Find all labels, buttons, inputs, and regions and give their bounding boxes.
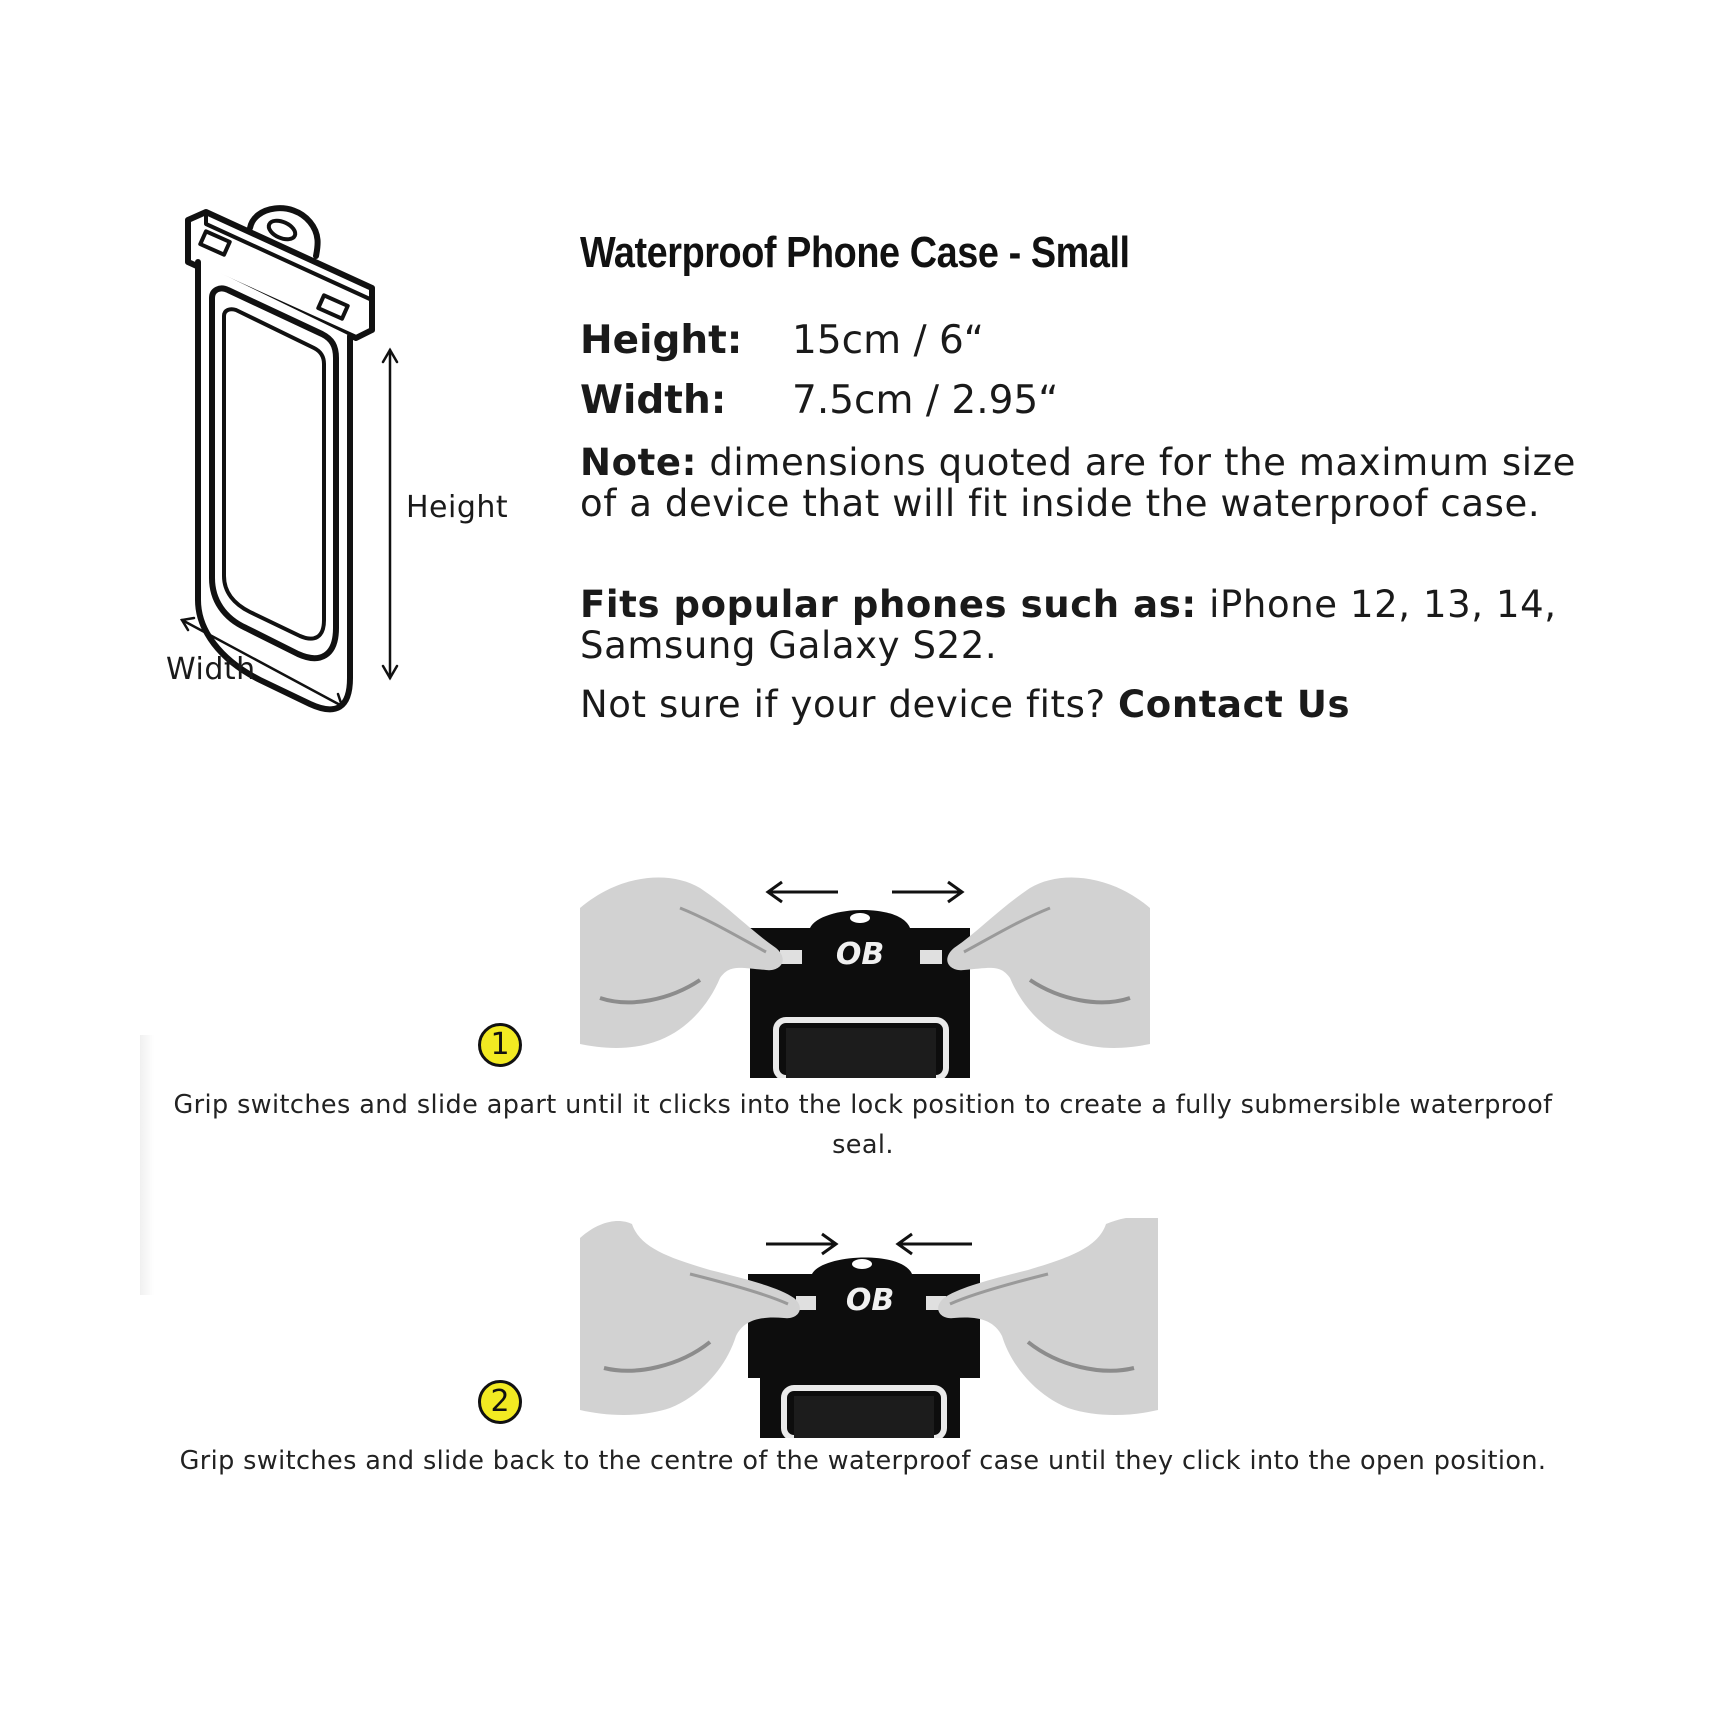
width-spec-value: 7.5cm / 2.95“	[792, 378, 1059, 423]
height-spec: Height: 15cm / 6“	[580, 318, 984, 363]
note-text: dimensions quoted are for the maximum si…	[580, 441, 1576, 525]
phone-case-outline-icon	[179, 205, 399, 713]
arrows-together-icon	[766, 1232, 972, 1256]
height-label: Height	[406, 490, 509, 525]
width-label: Width	[166, 652, 256, 687]
fits-key: Fits popular phones such as:	[580, 583, 1197, 626]
width-spec: Width: 7.5cm / 2.95“	[580, 378, 1058, 423]
unsure-text: Not sure if your device fits?	[580, 683, 1119, 726]
contact-us-link[interactable]: Contact Us	[1118, 683, 1351, 726]
step-1-badge: 1	[478, 1023, 522, 1067]
height-spec-key: Height:	[580, 318, 743, 363]
width-spec-key: Width:	[580, 378, 727, 423]
fits-paragraph: Fits popular phones such as: iPhone 12, …	[580, 584, 1580, 666]
arrows-apart-icon	[765, 880, 965, 904]
left-edge-shadow	[140, 1035, 154, 1295]
height-spec-value: 15cm / 6“	[792, 318, 985, 363]
step-2-caption: Grip switches and slide back to the cent…	[179, 1446, 1547, 1476]
device-fit-question: Not sure if your device fits? Contact Us	[580, 684, 1580, 725]
step-1-photo: OB	[580, 868, 1150, 1078]
fits-text: iPhone 12, 13, 14, Samsung Galaxy S22.	[580, 583, 1557, 667]
note-key: Note:	[580, 441, 697, 484]
step-2-photo: OB	[580, 1218, 1158, 1438]
note-paragraph: Note: dimensions quoted are for the maxi…	[580, 442, 1580, 524]
step-1-caption: Grip switches and slide apart until it c…	[173, 1090, 1553, 1160]
ob-logo: OB	[846, 1283, 894, 1318]
ob-logo: OB	[836, 937, 884, 972]
case-dimension-diagram: Height Width	[150, 200, 530, 720]
product-title: Waterproof Phone Case - Small	[580, 228, 1130, 277]
step-2-badge: 2	[478, 1380, 522, 1424]
